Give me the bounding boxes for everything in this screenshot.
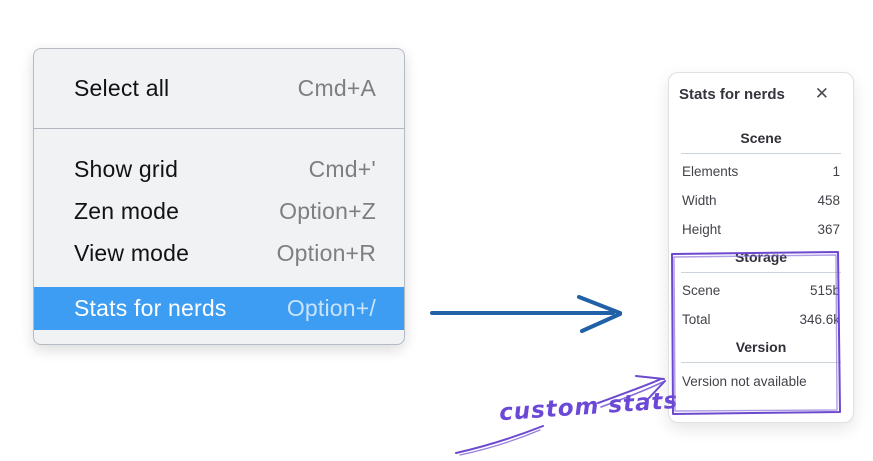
stat-value: 367 — [817, 222, 840, 237]
menu-item-shortcut: Option+R — [276, 239, 376, 266]
stat-label: Total — [682, 312, 711, 327]
flow-arrow-icon — [430, 295, 622, 333]
stat-row-elements: Elements 1 — [679, 162, 843, 181]
stat-label: Scene — [682, 283, 721, 298]
stat-value: 1 — [832, 164, 840, 179]
annotation-underline — [455, 425, 544, 456]
menu-item-label: Select all — [74, 75, 170, 101]
stats-panel-title: Stats for nerds — [679, 85, 785, 103]
stat-label: Elements — [682, 164, 739, 179]
section-heading-scene: Scene — [740, 130, 782, 146]
close-icon[interactable]: ✕ — [814, 83, 829, 104]
stat-row-total-storage: Total 346.6k — [679, 310, 843, 329]
stat-label: Width — [682, 193, 717, 208]
stat-value: 458 — [817, 193, 840, 208]
menu-item-shortcut: Cmd+' — [308, 155, 376, 182]
stat-row-scene-storage: Scene 515b — [679, 281, 843, 300]
menu-item-shortcut: Cmd+A — [297, 75, 376, 101]
annotation-custom-stats-label: custom stats — [498, 387, 680, 427]
stats-panel-header: Stats for nerds ✕ — [679, 82, 843, 106]
stat-label: Height — [682, 222, 722, 237]
menu-item-shortcut: Option+Z — [279, 197, 376, 224]
section-rule — [681, 272, 841, 273]
menu-item-shortcut: Option+/ — [286, 295, 376, 321]
menu-item-label: Zen mode — [74, 197, 180, 224]
context-menu: Select all Cmd+A Show grid Cmd+' Zen mod… — [33, 48, 405, 345]
menu-divider — [34, 128, 404, 129]
stat-value: 515b — [809, 283, 840, 298]
section-rule — [681, 153, 841, 154]
menu-item-zen-mode[interactable]: Zen mode Option+Z — [34, 190, 404, 232]
section-heading-version: Version — [735, 339, 787, 355]
menu-item-show-grid[interactable]: Show grid Cmd+' — [34, 148, 404, 190]
stat-value: 346.6k — [799, 312, 840, 327]
stats-panel: Stats for nerds ✕ Scene Elements 1 Width… — [668, 72, 854, 423]
menu-section: Show grid Cmd+' Zen mode Option+Z View m… — [34, 129, 404, 330]
menu-item-label: Stats for nerds — [74, 295, 227, 321]
version-note: Version not available — [682, 374, 807, 389]
section-heading-storage: Storage — [734, 249, 788, 265]
stat-row-height: Height 367 — [679, 220, 843, 239]
menu-item-select-all[interactable]: Select all Cmd+A — [34, 49, 404, 128]
menu-item-label: View mode — [74, 239, 190, 266]
menu-item-label: Show grid — [74, 155, 179, 182]
menu-item-view-mode[interactable]: View mode Option+R — [34, 232, 404, 274]
menu-item-stats-for-nerds[interactable]: Stats for nerds Option+/ — [34, 287, 404, 330]
stat-row-width: Width 458 — [679, 191, 843, 210]
section-rule — [681, 362, 841, 363]
